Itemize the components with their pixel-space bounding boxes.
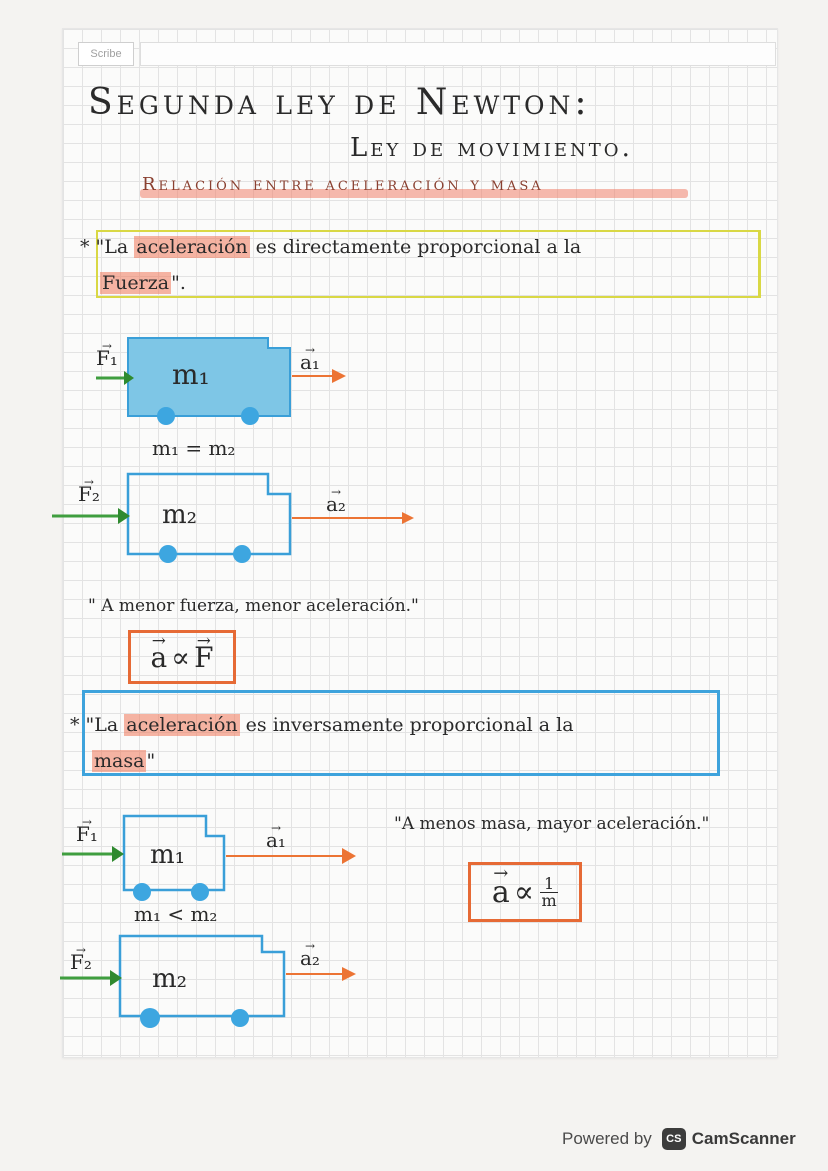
statement-text: "La bbox=[85, 714, 125, 736]
fraction-denominator: m bbox=[541, 890, 557, 910]
force-label-4: F₂ bbox=[70, 943, 92, 974]
force-vector: F₂ bbox=[70, 943, 92, 974]
bullet-star: * bbox=[80, 236, 90, 258]
force-vector: F₂ bbox=[78, 475, 100, 506]
force-label-1: F₁ bbox=[96, 339, 118, 370]
accel-label-4: a₂ bbox=[300, 939, 320, 970]
mass-label-1: m₁ bbox=[172, 358, 210, 391]
notebook-page bbox=[62, 28, 778, 1058]
truck-small bbox=[122, 814, 226, 901]
camscanner-logo-icon: CS bbox=[661, 1128, 686, 1150]
formula-a-prop-f: a ∝ F bbox=[128, 630, 236, 684]
formula-proportional: ∝ bbox=[171, 640, 191, 674]
statement-text: es directamente proporcional a la bbox=[249, 236, 582, 258]
accel-arrow-3 bbox=[226, 848, 356, 864]
mass-label-4: m₂ bbox=[152, 964, 188, 994]
statement-text: ". bbox=[171, 272, 186, 294]
highlight-aceleracion: aceleración bbox=[124, 714, 240, 736]
statement-direct-line1: * "La aceleración es directamente propor… bbox=[80, 236, 581, 258]
scanner-brand-label: Scribe bbox=[78, 42, 134, 66]
force-label-2: F₂ bbox=[78, 475, 100, 506]
powered-by-text: Powered by bbox=[562, 1129, 652, 1148]
truck-large bbox=[118, 934, 286, 1028]
page-title-line2: Ley de movimiento. bbox=[350, 133, 633, 163]
statement-box-direct bbox=[96, 230, 761, 298]
force-label-3: F₁ bbox=[76, 815, 98, 846]
page-title: Segunda ley de Newton: bbox=[88, 82, 591, 123]
subtitle-highlight bbox=[140, 189, 688, 198]
formula-fraction: 1 m bbox=[540, 873, 559, 910]
formula-proportional: ∝ bbox=[513, 874, 535, 910]
formula-a: a bbox=[150, 630, 167, 673]
force-vector: F₁ bbox=[96, 339, 118, 370]
statement-text: es inversamente proporcional a la bbox=[239, 714, 574, 736]
statement-direct-line2: Fuerza". bbox=[100, 272, 186, 294]
accel-label-2: a₂ bbox=[326, 485, 346, 516]
camscanner-brand: CamScanner bbox=[691, 1129, 796, 1148]
quote-less-mass: "A menos masa, mayor aceleración." bbox=[394, 814, 710, 834]
truck-1 bbox=[127, 337, 291, 425]
accel-label-1: a₁ bbox=[300, 343, 320, 374]
accel-vector: a₁ bbox=[266, 821, 286, 852]
formula-f: F bbox=[194, 630, 214, 673]
accel-vector: a₂ bbox=[326, 485, 346, 516]
statement-inverse-line2: masa" bbox=[92, 750, 155, 772]
statement-text: " bbox=[146, 750, 156, 772]
accel-arrow-2 bbox=[292, 512, 414, 524]
page-subtitle: Relación entre aceleración y masa bbox=[142, 174, 544, 195]
mass-relation-equal: m₁ = m₂ bbox=[152, 436, 236, 460]
highlight-fuerza: Fuerza bbox=[100, 272, 172, 294]
force-arrow-1 bbox=[96, 371, 134, 385]
accel-arrow-1 bbox=[292, 369, 346, 383]
truck-2 bbox=[126, 472, 292, 563]
quote-less-force: " A menor fuerza, menor aceleración." bbox=[88, 596, 419, 616]
statement-text: "La bbox=[95, 236, 135, 258]
statement-box-inverse bbox=[82, 690, 720, 776]
scanner-header-field bbox=[140, 42, 776, 66]
force-vector: F₁ bbox=[76, 815, 98, 846]
mass-label-2: m₂ bbox=[162, 500, 198, 530]
fraction-bar bbox=[540, 891, 559, 893]
mass-relation-less: m₁ < m₂ bbox=[134, 902, 218, 926]
accel-vector: a₂ bbox=[300, 939, 320, 970]
accel-vector: a₁ bbox=[300, 343, 320, 374]
mass-label-3: m₁ bbox=[150, 840, 186, 870]
force-arrow-2 bbox=[52, 508, 130, 524]
bullet-star: * bbox=[70, 714, 80, 736]
accel-label-3: a₁ bbox=[266, 821, 286, 852]
force-arrow-4 bbox=[60, 970, 122, 986]
formula-a-prop-inverse-m: a ∝ 1 m bbox=[468, 862, 582, 922]
highlight-masa: masa bbox=[92, 750, 147, 772]
statement-inverse-line1: * "La aceleración es inversamente propor… bbox=[70, 714, 574, 736]
formula-a: a bbox=[492, 863, 510, 909]
highlight-aceleracion: aceleración bbox=[134, 236, 250, 258]
camscanner-watermark: Powered by CS CamScanner bbox=[562, 1128, 796, 1150]
force-arrow-3 bbox=[62, 846, 124, 862]
accel-arrow-4 bbox=[286, 967, 356, 981]
fraction-numerator: 1 bbox=[544, 873, 555, 893]
